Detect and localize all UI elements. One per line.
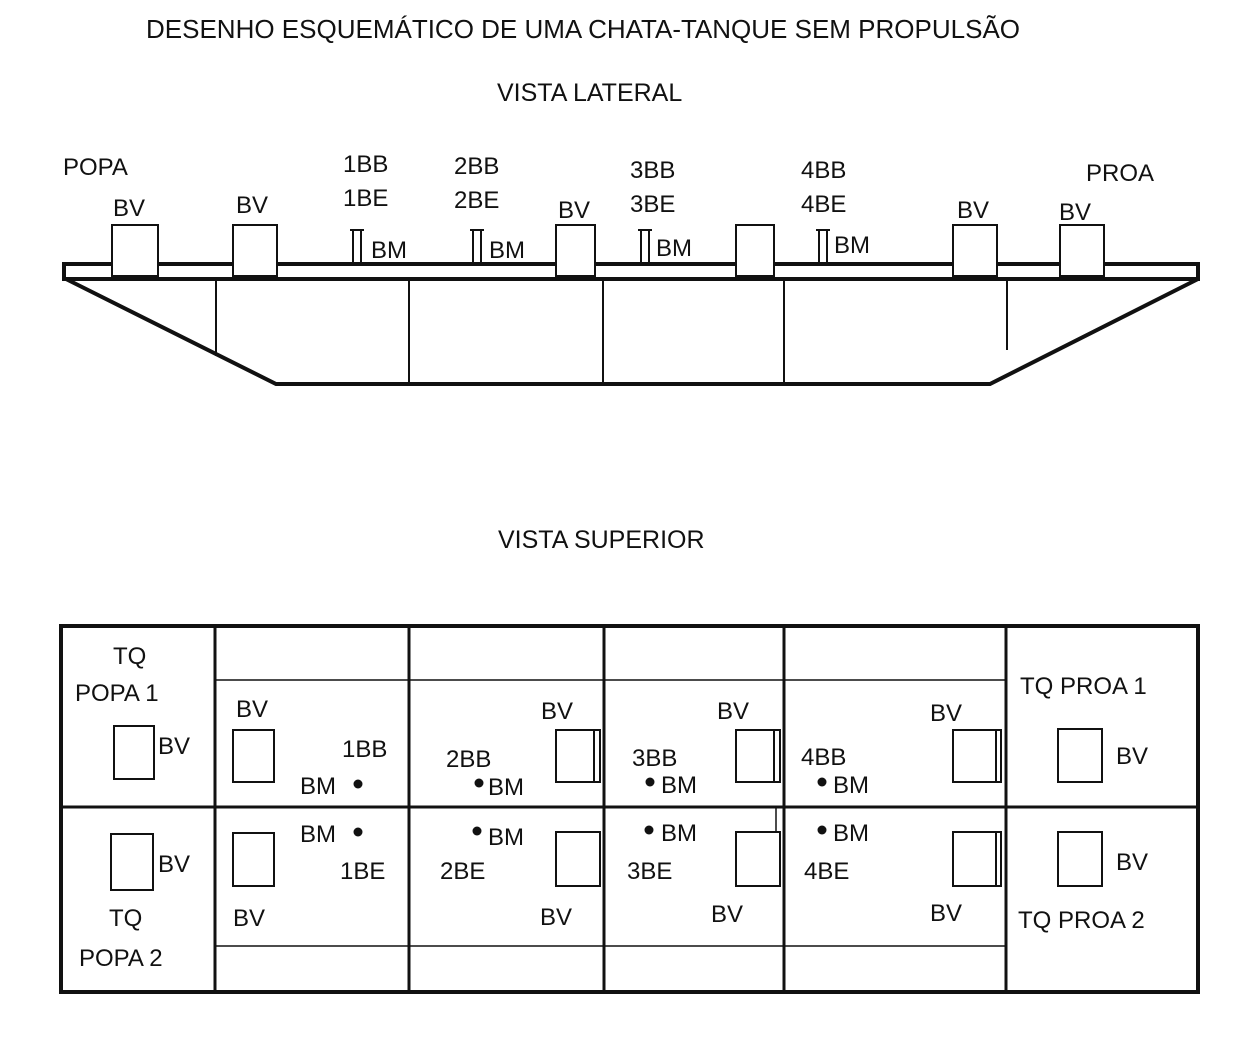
stern-tank-1-label: POPA 1 [75,680,159,707]
vent-label: BV [957,197,989,224]
vent-label: BV [541,698,573,725]
vent-box [1059,224,1105,277]
vent-box [952,729,1002,783]
hull-outline [65,277,1199,386]
bow-tank-1-label: TQ PROA 1 [1020,673,1147,700]
tank-starboard-label: 1BE [340,858,385,885]
mouth-label: BM [661,772,697,799]
bow-tank-2-label: TQ PROA 2 [1018,907,1145,934]
vent-box [1057,831,1103,887]
vent-label: BV [711,901,743,928]
side-view-heading: VISTA LATERAL [497,79,682,107]
mouth-label: BM [833,772,869,799]
tank-starboard-label: 4BE [801,191,846,218]
vent-box [232,224,278,277]
top-vents [110,725,1103,891]
vent-box [113,725,155,780]
mouth-label: BM [834,232,870,259]
tank-starboard-label: 2BE [454,187,499,214]
stern-tank-2-label: POPA 2 [79,945,163,972]
bow-label: PROA [1086,160,1154,187]
stern-tank-1-label: TQ [113,643,146,670]
top-view-outline [59,624,1200,994]
manhole-dot [474,778,484,788]
tank-starboard-label: 3BE [630,191,675,218]
tank-port-label: 4BB [801,744,846,771]
vent-label: BV [1059,199,1091,226]
vent-label: BV [717,698,749,725]
manhole-dot [353,779,363,789]
mouth-label: BM [488,774,524,801]
vent-box [111,224,159,277]
vent-label: BV [930,700,962,727]
tank-starboard-label: 1BE [343,185,388,212]
stern-label: POPA [63,154,128,181]
vent-box [735,729,781,783]
manhole-dot [644,825,654,835]
mouth-label: BM [488,824,524,851]
vent-box [232,729,275,783]
tank-port-label: 3BB [632,745,677,772]
tank-starboard-label: 2BE [440,858,485,885]
deck [62,262,1200,281]
vent-box [555,831,601,887]
manhole-symbol [350,229,364,264]
stern-tank-2-label: TQ [109,905,142,932]
manhole-dot [817,777,827,787]
vent-label: BV [236,192,268,219]
vent-box [110,833,154,891]
tank-port-label: 3BB [630,157,675,184]
vent-box [232,832,275,887]
manhole-dot [472,826,482,836]
vent-label: BV [558,197,590,224]
tank-port-label: 2BB [446,746,491,773]
manhole-dot [353,827,363,837]
side-vents [111,224,1105,277]
manhole-symbol [470,229,484,264]
tank-starboard-label: 3BE [627,858,672,885]
mouth-label: BM [489,237,525,264]
vent-box [555,224,596,277]
tank-port-label: 1BB [342,736,387,763]
side-mouths [350,229,830,264]
vent-label: BV [930,900,962,927]
vent-label: BV [158,733,190,760]
vent-label: BV [158,851,190,878]
vent-box [952,224,998,277]
mouth-label: BM [656,235,692,262]
mouth-label: BM [300,773,336,800]
diagram-title: DESENHO ESQUEMÁTICO DE UMA CHATA-TANQUE … [146,14,1020,44]
mouth-label: BM [661,820,697,847]
top-view-heading: VISTA SUPERIOR [498,526,705,554]
top-mouth-dots [353,777,827,837]
vent-label: BV [1116,849,1148,876]
tank-port-label: 1BB [343,151,388,178]
manhole-dot [817,825,827,835]
vent-box [1057,728,1103,783]
tank-port-label: 2BB [454,153,499,180]
vent-label: BV [540,904,572,931]
vent-box [735,831,781,887]
vent-label: BV [113,195,145,222]
vent-label: BV [1116,743,1148,770]
vent-box [555,729,601,783]
vent-label: BV [233,905,265,932]
manhole-symbol [816,229,830,264]
vent-box [952,831,1002,887]
mouth-label: BM [371,237,407,264]
manhole-dot [645,777,655,787]
vent-box [735,224,775,277]
tank-starboard-label: 4BE [804,858,849,885]
mouth-label: BM [300,821,336,848]
mouth-label: BM [833,820,869,847]
side-view-hull [62,262,1200,386]
top-view-hull [59,624,1200,994]
manhole-symbol [638,229,652,264]
tank-port-label: 4BB [801,157,846,184]
vent-label: BV [236,696,268,723]
